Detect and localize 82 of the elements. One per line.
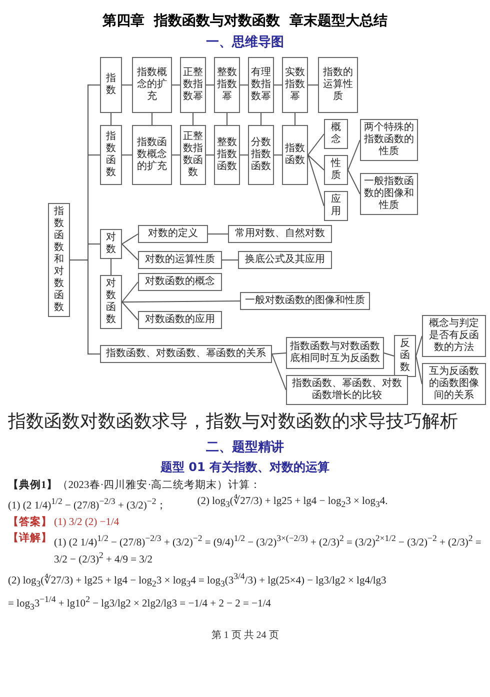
connector-line: [172, 84, 180, 86]
solution-tag: 【详解】: [8, 532, 52, 544]
subsection-heading: 题型 01 有关指数、对数的运算: [160, 459, 330, 476]
topic-box: 实数指数幂: [282, 57, 308, 113]
connector-line: [416, 356, 422, 384]
topic-box: 对数函数: [100, 275, 122, 329]
topic-box: 对数的定义: [138, 225, 208, 243]
connector-line: [192, 112, 194, 126]
connector-line: [348, 170, 360, 194]
connector-line: [348, 140, 360, 170]
connector-line: [272, 354, 286, 390]
topic-box: 性质: [324, 155, 348, 185]
topic-box: 指数: [100, 57, 122, 113]
topic-box: 指数函数: [282, 125, 308, 185]
topic-box: 指数函数和对数函数: [48, 203, 70, 317]
topic-box: 对数函数的概念: [138, 273, 222, 291]
connector-line: [274, 84, 282, 86]
topic-box: 两个特殊的指数函数的性质: [360, 119, 418, 161]
math-expression: = log$_{3}$3$^{−1/4}$ + lg10$^{2}$ − lg3/lg2 × 2lg2/lg3 = −1/4 + 2 − 2 = −1/4: [8, 593, 272, 614]
page-title: 第四章 指数函数与对数函数 章末题型大总结: [102, 12, 388, 30]
topic-box: 指数的运算性质: [318, 57, 358, 113]
connector-line: [308, 154, 324, 170]
connector-line: [122, 234, 138, 244]
topic-box: 对数: [100, 229, 122, 259]
answer-tag: 【答案】: [8, 516, 52, 528]
connector-line: [274, 154, 282, 156]
connector-line: [70, 260, 100, 354]
connector-line: [294, 112, 296, 126]
topic-box: 指数概念的扩充: [132, 57, 172, 113]
connector-line: [122, 300, 240, 302]
example-text: 【典例1】（2023春·四川雅安·高二统考期末）计算：: [8, 479, 262, 492]
topic-box: 分数指数函数: [248, 125, 274, 185]
topic-box: 正整数指数幂: [180, 57, 206, 113]
topic-box: 概念: [324, 119, 348, 149]
section-heading: 一、思维导图: [206, 34, 284, 51]
math-expression: (2) log$_{3}$(∜27/3) + lg25 + lg4 − log$_{2}$3 × log$_{3}$4 = log$_{3}$(3$^{3/4}$/3) + lg(25×4) − lg3/lg2 × lg4/lg3: [8, 570, 388, 590]
topic-box: 对数函数的应用: [138, 311, 222, 329]
connector-line: [240, 154, 248, 156]
topic-box: 对数的运算性质: [138, 251, 222, 269]
math-expression: (1) 3/2 (2) −1/4: [54, 516, 120, 528]
topic-box: 一般对数函数的图像和性质: [240, 292, 370, 310]
math-expression: (2) log$_{3}$(∜27/3) + lg25 + lg4 − log$_{2}$3 × log$_{3}$4.: [197, 495, 388, 512]
connector-line: [308, 154, 324, 206]
connector-line: [110, 258, 112, 276]
connector-line: [384, 352, 394, 356]
connector-line: [122, 282, 138, 302]
connector-line: [122, 84, 132, 86]
topic-box: 指数函数、对数函数、幂函数的关系: [100, 345, 272, 363]
topic-box: 概念与判定是否有反函数的方法: [422, 315, 486, 357]
topic-box: 正整数指数函数: [180, 125, 206, 185]
section-heading: 二、题型精讲: [206, 439, 284, 456]
connector-line: [416, 336, 422, 356]
topic-box: 应用: [324, 191, 348, 221]
topic-box: 反函数: [394, 335, 416, 377]
connector-line: [122, 244, 138, 260]
connector-line: [206, 154, 214, 156]
connector-line: [122, 154, 132, 156]
topic-box: 指数函数与对数函数底相同时互为反函数: [286, 337, 384, 369]
topic-box: 常用对数、自然对数: [228, 225, 332, 243]
topic-box: 指数函数、幂函数、对数函数增长的比较: [286, 375, 408, 405]
topic-box: 指数函数: [100, 125, 122, 185]
page-number: 第 1 页 共 24 页: [211, 628, 279, 642]
connector-line: [260, 112, 262, 126]
connector-line: [308, 84, 318, 86]
connector-line: [110, 112, 112, 126]
connector-line: [226, 112, 228, 126]
topic-box: 互为反函数的函数图像间的关系: [422, 363, 486, 405]
math-expression: (1) (2 1/4)$^{1/2}$ − (27/8)$^{−2/3}$ + (3/2)$^{−2}$；: [8, 495, 168, 512]
connector-line: [272, 352, 286, 354]
connector-line: [172, 154, 180, 156]
overlay-headline: 指数函数对数函数求导，指数与对数函数的求导技巧解析: [8, 411, 459, 433]
connector-line: [122, 302, 138, 320]
connector-line: [240, 84, 248, 86]
connector-line: [206, 84, 214, 86]
topic-box: 一般指数函数的图像和性质: [360, 173, 418, 215]
math-expression: (1) (2 1/4)$^{1/2}$ − (27/8)$^{−2/3}$ + (3/2)$^{−2}$ = (9/4)$^{1/2}$ − (3/2)$^{3×(−2/3)}$ + (2/3)$^{2}$ = (3/2)$^{2×1/2}$ − (3/2)$^{−2}$ + (2/3)$^{2}$ = 3/2 − (2/3)$^{2}$ + 4/9 = 3/2: [54, 532, 482, 566]
connector-line: [308, 134, 324, 156]
topic-box: 整数指数幂: [214, 57, 240, 113]
topic-box: 整数指数函数: [214, 125, 240, 185]
topic-box: 指数函数概念的扩充: [132, 125, 172, 185]
topic-box: 有理数指数幂: [248, 57, 274, 113]
topic-box: 换底公式及其应用: [238, 251, 332, 269]
